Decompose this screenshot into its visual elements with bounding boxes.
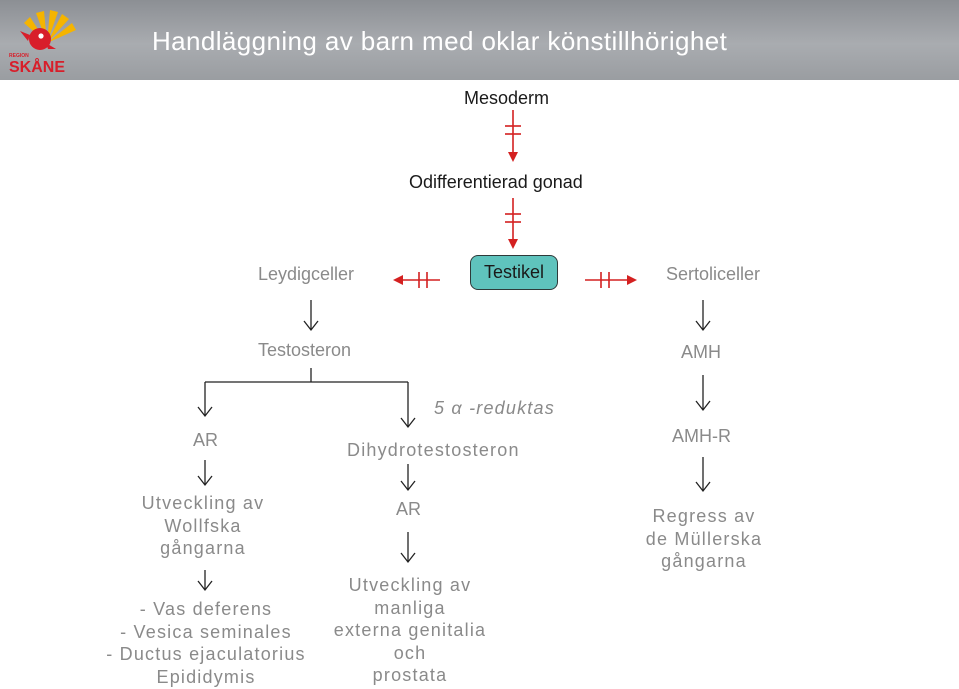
node-mesoderm: Mesoderm xyxy=(464,88,550,108)
logo-small-text: REGION xyxy=(9,53,29,59)
arrow-wollf-to-derivatives xyxy=(197,570,213,592)
node-testikel-label: Testikel xyxy=(483,262,545,282)
header-bar: REGION SKÅNE Handläggning av barn med ok… xyxy=(0,0,959,80)
node-wollf-derivatives: - Vas deferens - Vesica seminales - Duct… xyxy=(96,598,316,688)
arrow-testosteron-to-dht xyxy=(400,382,416,429)
node-5-alfa-reduktas: 5 α -reduktas xyxy=(434,398,555,418)
node-testikel: Testikel xyxy=(470,255,558,290)
arrow-testosteron-to-ar xyxy=(197,382,213,418)
node-ar-left: AR xyxy=(193,430,219,450)
genitalia-line: prostata xyxy=(372,665,448,685)
node-testosteron: Testosteron xyxy=(258,340,352,360)
wollf-line: Wollfska xyxy=(164,515,242,536)
wollf-line: gångarna xyxy=(160,538,246,558)
derivative-line: Epididymis xyxy=(156,666,256,687)
node-externa-genitalia: Utveckling av manliga externa genitalia … xyxy=(323,574,497,687)
logo-griffin-icon xyxy=(20,28,56,50)
genitalia-line: externa genitalia xyxy=(333,620,487,640)
arrow-ar-to-genitalia xyxy=(400,532,416,564)
red-arrow-gonad-to-testikel xyxy=(505,198,521,249)
node-amh: AMH xyxy=(681,342,721,362)
genitalia-line: Utveckling av xyxy=(348,575,472,595)
node-wollfska-gangarna: Utveckling av Wollfska gångarna xyxy=(133,492,273,560)
node-sertoliceller: Sertoliceller xyxy=(666,264,761,284)
red-arrow-mesoderm-to-gonad xyxy=(505,110,521,162)
genitalia-line: och xyxy=(393,642,427,663)
arrow-amhr-to-muller xyxy=(695,457,711,493)
genitalia-line: manliga xyxy=(374,597,446,618)
derivative-line: - Vas deferens xyxy=(139,599,273,619)
derivative-line: - Vesica seminales xyxy=(120,621,292,642)
arrow-amh-to-amhr xyxy=(695,375,711,412)
derivative-line: - Ductus ejaculatorius xyxy=(106,644,306,664)
node-ar-mid: AR xyxy=(396,499,422,519)
wollf-line: Utveckling av xyxy=(141,493,265,513)
node-mullerska-gangarna: Regress av de Müllerska gångarna xyxy=(632,505,776,573)
muller-line: Regress av xyxy=(652,506,756,526)
region-skane-logo: REGION SKÅNE xyxy=(9,10,76,75)
red-arrow-testikel-to-leydig xyxy=(393,272,440,288)
muller-line: gångarna xyxy=(661,551,747,571)
arrow-ar-to-wollf xyxy=(197,460,213,487)
bracket-testosteron-split xyxy=(205,368,408,383)
page-title: Handläggning av barn med oklar könstillh… xyxy=(152,26,728,56)
node-amh-r: AMH-R xyxy=(672,426,731,446)
arrow-leydig-to-testosteron xyxy=(303,300,319,332)
node-leydigceller: Leydigceller xyxy=(258,264,355,284)
red-arrow-testikel-to-sertoli xyxy=(585,272,637,288)
arrow-sertoli-to-amh xyxy=(695,300,711,332)
logo-text: SKÅNE xyxy=(9,57,65,75)
muller-line: de Müllerska xyxy=(645,528,763,549)
arrow-dht-to-ar xyxy=(400,464,416,492)
node-odifferentierad-gonad: Odifferentierad gonad xyxy=(409,172,583,192)
node-dihydrotestosteron: Dihydrotestosteron xyxy=(347,440,520,460)
